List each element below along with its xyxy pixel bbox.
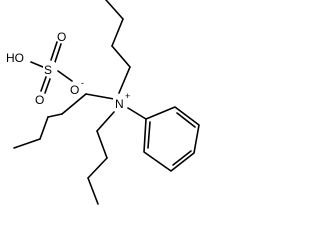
bond-s-o-right <box>57 70 73 82</box>
atom-label-oxygen-right: O <box>70 83 79 97</box>
bond-n-c1-top <box>118 66 131 94</box>
bond-c3-c4-bottom <box>87 177 99 205</box>
bond-s-o-bottom-b <box>44 78 51 94</box>
atom-mask-sulfur <box>43 62 55 76</box>
atom-label-sulfur: S <box>44 63 52 77</box>
bond-s-o-top-a <box>50 41 58 61</box>
bond-c2-c3-bottom <box>87 157 108 179</box>
atom-mask-nitrogen <box>113 95 126 111</box>
propyl-chain <box>13 93 115 149</box>
sulfonate-group <box>30 41 73 94</box>
bond-c1-c2-bottom <box>96 130 108 159</box>
atom-label-hydroxyl: HO <box>6 51 24 65</box>
phenyl-hexagon <box>143 106 200 172</box>
butyl-chain-top <box>105 0 131 94</box>
bond-c4-c5-propyl <box>13 138 41 149</box>
bond-n-c1-bottom <box>96 111 115 132</box>
atom-label-oxygen-top: O <box>57 30 66 44</box>
bond-s-o-bottom-a <box>40 76 47 92</box>
bond-c1-c2-top <box>111 45 131 68</box>
atom-charge-oxygen-right: - <box>81 78 84 88</box>
bond-s-o-top-b <box>54 43 62 63</box>
bond-c3-c4-propyl <box>39 116 49 140</box>
bond-c1-c2-propyl <box>61 93 87 115</box>
bond-c2-c3-top <box>111 18 124 47</box>
bond-c3-c4-top <box>105 0 124 20</box>
butyl-chain-bottom <box>87 111 115 205</box>
phenyl-double-bond-1 <box>176 112 196 128</box>
phenyl-double-bond-2 <box>172 150 192 166</box>
structure-diagram: HO S O O - O N + <box>6 0 200 205</box>
atom-charge-nitrogen: + <box>125 91 130 101</box>
bond-c2-c3-propyl <box>47 113 63 118</box>
phenyl-ring <box>143 106 200 172</box>
bond-n-phenyl <box>127 107 147 120</box>
atom-label-nitrogen: N <box>115 97 124 111</box>
phenyl-double-bond-3 <box>147 121 151 149</box>
bond-n-c1-propyl <box>85 93 115 100</box>
atom-label-oxygen-bottom: O <box>35 93 44 107</box>
bond-ho-s <box>30 61 44 68</box>
